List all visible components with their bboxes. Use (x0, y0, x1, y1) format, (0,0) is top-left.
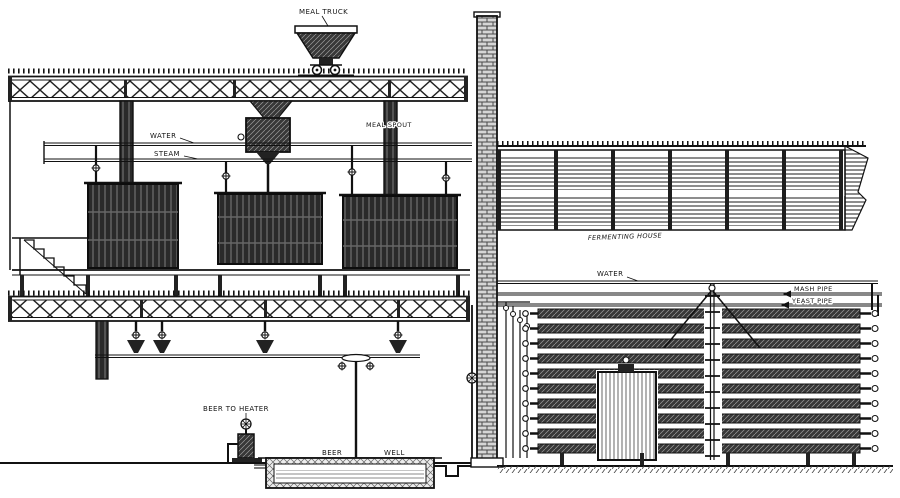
beer-well-group: BEER WELL (258, 448, 472, 489)
valve-icon (130, 329, 142, 341)
discharge-funnel (127, 340, 145, 353)
fermenting-house-label: FERMENTING HOUSE (588, 231, 663, 242)
beer-label: BEER (322, 449, 342, 457)
collecting-dish (341, 353, 371, 363)
meal-truck-group: MEAL TRUCK (294, 7, 358, 77)
mash-tub-1 (87, 183, 179, 269)
a-frame-brace (711, 289, 761, 349)
tub-platform-group (12, 237, 470, 296)
ground-hatch (497, 466, 893, 473)
yeast-pipe-arrow-icon (781, 301, 789, 309)
chimney-riser-group (466, 305, 478, 466)
fermenter-row (521, 322, 880, 335)
discharge-funnel (389, 340, 407, 353)
meal-truck-rim (294, 25, 358, 34)
valve-icon (259, 329, 271, 341)
hopper-discharge-funnel (256, 152, 280, 164)
fermenter-row (521, 427, 880, 440)
meal-truck-label: MEAL TRUCK (299, 8, 348, 16)
scale-pulley-icon (237, 133, 245, 141)
valve-icon (156, 329, 168, 341)
meal-truck-leader (321, 15, 329, 27)
fermenter-row (521, 382, 880, 395)
well-overflow-trap (434, 465, 472, 477)
pump-base (232, 458, 262, 463)
mash-tub-3 (342, 195, 458, 269)
discharge-funnel (153, 340, 171, 353)
fermenter-row (521, 307, 880, 320)
fermenter-row (521, 337, 880, 350)
beer-well-liquid (276, 470, 424, 481)
fermenter-row (521, 352, 880, 365)
chimney-shaft (476, 15, 498, 463)
supply-pipes-group: WATER STEAM (43, 131, 472, 196)
pump-body (237, 433, 255, 459)
manifold-flanges (705, 295, 720, 457)
valve-icon (90, 162, 102, 174)
chimney-group (470, 11, 504, 468)
steam-supply-label: STEAM (154, 150, 180, 158)
mash-tub-2 (217, 193, 323, 265)
valve-icon (336, 360, 348, 372)
valve-icon (364, 360, 376, 372)
riser-handwheel-icon (466, 372, 478, 384)
valve-icon (392, 329, 404, 341)
weighing-hopper (245, 117, 291, 153)
fermenting-house-group: FERMENTING HOUSE (496, 141, 869, 243)
scale-funnel (248, 100, 294, 119)
water-line-label: WATER (597, 270, 623, 278)
upper-gallery-truss (8, 68, 468, 270)
mash-tubs-group (84, 181, 461, 269)
meal-truck-chute (319, 58, 333, 65)
fermenter-row (521, 397, 880, 410)
valve-icon (220, 170, 232, 182)
ground-group (0, 462, 893, 473)
valve-icon (440, 172, 452, 184)
fermenter-row (521, 367, 880, 380)
discharge-group (95, 320, 420, 466)
discharge-funnel (256, 340, 274, 353)
meal-spout-column-right (383, 100, 398, 197)
meal-spouts-group: MEAL SPOUT (119, 100, 413, 197)
meal-truck-hopper (295, 32, 357, 59)
fermenter-rack-group (497, 284, 880, 466)
fermenter-row (521, 412, 880, 425)
mash-pipe-arrow-icon (783, 290, 791, 298)
fermenter-row (521, 442, 880, 455)
beer-to-heater-label: BEER TO HEATER (203, 405, 269, 413)
meal-spout-label: MEAL SPOUT (366, 121, 412, 129)
drop-chute (95, 320, 109, 380)
seed-vat (597, 371, 657, 461)
water-supply-label: WATER (150, 132, 176, 140)
pump-group: BEER TO HEATER (202, 404, 270, 469)
yeast-pipe-label: YEAST PIPE (791, 297, 833, 305)
lower-gallery-truss (8, 290, 470, 322)
valve-icon (346, 166, 358, 178)
torn-edge (844, 145, 869, 231)
mash-pipe-label: MASH PIPE (794, 285, 833, 293)
pump-discharge-pipe (227, 443, 238, 462)
well-label: WELL (384, 449, 405, 457)
pump-handwheel-icon (240, 418, 252, 430)
a-frame-brace (663, 289, 713, 349)
